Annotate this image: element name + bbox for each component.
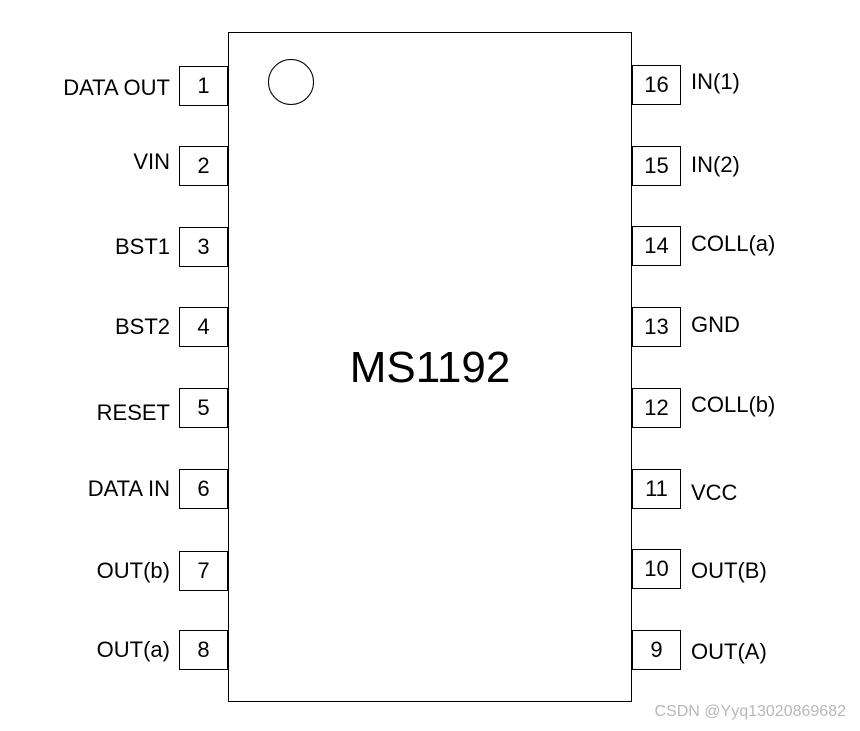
pin-label-2: VIN bbox=[133, 149, 170, 174]
pin-number-7: 7 bbox=[179, 551, 228, 591]
pin-number-3: 3 bbox=[179, 227, 228, 267]
pin1-marker-circle bbox=[268, 59, 314, 105]
pin-label-7: OUT(b) bbox=[96, 558, 170, 583]
pin-number-15: 15 bbox=[632, 146, 681, 186]
pin-number-6: 6 bbox=[179, 469, 228, 509]
pin-number-16: 16 bbox=[632, 65, 681, 105]
pin-number-1: 1 bbox=[179, 66, 228, 106]
pin-label-1: DATA OUT bbox=[63, 75, 170, 100]
pin-number-12: 12 bbox=[632, 388, 681, 428]
pin-label-15: IN(2) bbox=[691, 152, 740, 177]
chip-name: MS1192 bbox=[349, 343, 511, 392]
pin-label-11: VCC bbox=[691, 480, 738, 505]
pin-label-6: DATA IN bbox=[87, 476, 170, 501]
pin-number-8: 8 bbox=[179, 630, 228, 670]
chip-body bbox=[228, 32, 632, 702]
pin-number-4: 4 bbox=[179, 307, 228, 347]
pin-number-10: 10 bbox=[632, 549, 681, 589]
pin-number-5: 5 bbox=[179, 388, 228, 428]
pin-number-9: 9 bbox=[632, 630, 681, 670]
pin-number-2: 2 bbox=[179, 146, 228, 186]
pin-number-11: 11 bbox=[632, 469, 681, 509]
pin-label-3: BST1 bbox=[114, 234, 170, 259]
pin-label-10: OUT(B) bbox=[691, 558, 767, 583]
pin-label-12: COLL(b) bbox=[691, 392, 776, 417]
pin-number-14: 14 bbox=[632, 226, 681, 266]
pin-label-5: RESET bbox=[96, 400, 170, 425]
pin-label-14: COLL(a) bbox=[691, 231, 776, 256]
pin-label-9: OUT(A) bbox=[691, 639, 767, 664]
pin-label-4: BST2 bbox=[114, 314, 170, 339]
pin-label-16: IN(1) bbox=[691, 69, 740, 94]
pin-label-13: GND bbox=[691, 312, 740, 337]
pin-number-13: 13 bbox=[632, 307, 681, 347]
watermark: CSDN @Yyq13020869682 bbox=[654, 703, 846, 720]
pin-label-8: OUT(a) bbox=[96, 637, 170, 662]
